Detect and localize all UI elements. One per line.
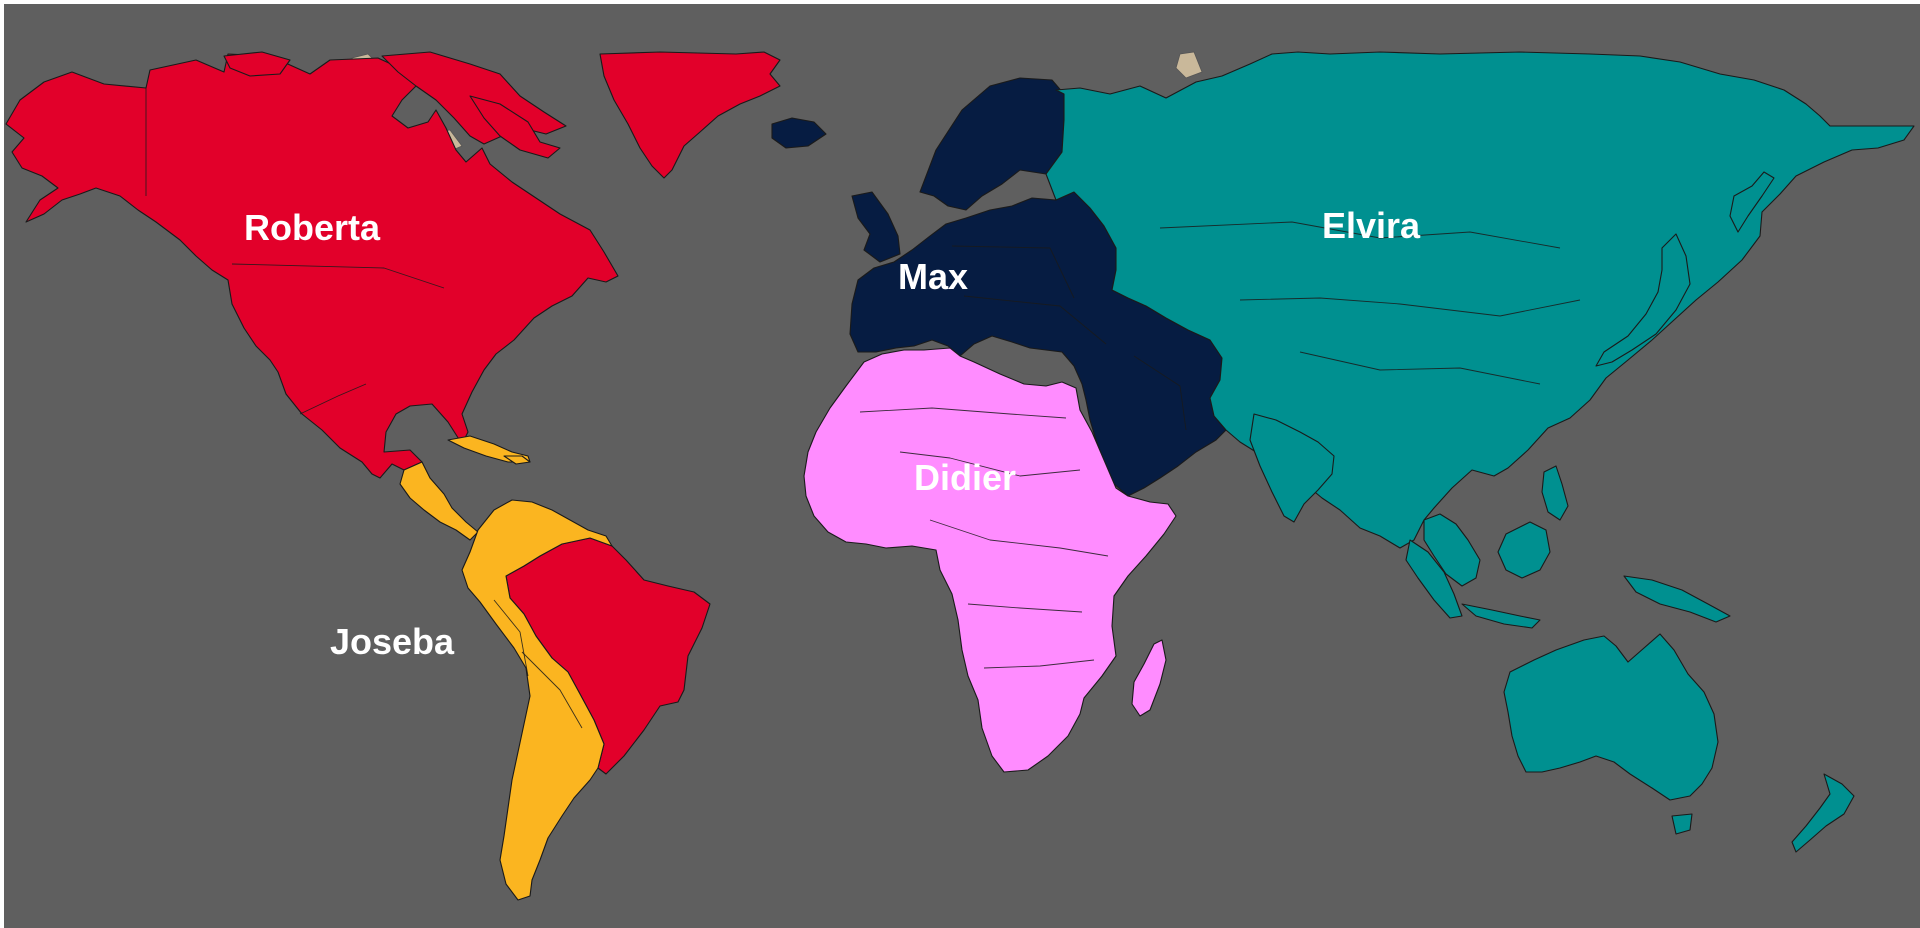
label-joseba: Joseba (330, 621, 455, 662)
canadian-arctic-islands (223, 51, 291, 77)
label-roberta: Roberta (244, 207, 381, 248)
label-elvira: Elvira (1322, 205, 1421, 246)
region-joseba[interactable] (399, 435, 613, 901)
british-isles (851, 191, 901, 263)
borneo (1497, 521, 1551, 579)
region-max[interactable] (771, 77, 1227, 497)
greenland (599, 51, 781, 179)
south-america (461, 499, 613, 901)
tasmania (1671, 813, 1693, 835)
philippines (1541, 465, 1569, 521)
iceland (771, 117, 827, 149)
central-america (399, 461, 479, 541)
australia (1503, 633, 1719, 801)
java (1461, 603, 1541, 629)
southeast-asia (1423, 513, 1481, 587)
territory-labels: Roberta Joseba Max Didier Elvira (244, 205, 1421, 662)
sakhalin-kamchatka (1729, 171, 1775, 233)
baffin-island (469, 95, 561, 159)
india (1249, 413, 1335, 523)
madagascar (1131, 639, 1167, 717)
japan (1595, 233, 1691, 367)
region-elvira[interactable] (1045, 51, 1915, 853)
sumatra (1405, 539, 1463, 619)
country-borders (145, 88, 1581, 729)
africa (803, 347, 1177, 773)
new-guinea (1623, 575, 1731, 623)
label-max: Max (898, 256, 968, 297)
hispaniola (503, 455, 531, 465)
region-didier[interactable] (803, 347, 1177, 773)
continental-europe-middle-east (849, 191, 1227, 497)
label-didier: Didier (914, 457, 1016, 498)
new-zealand (1791, 773, 1855, 853)
